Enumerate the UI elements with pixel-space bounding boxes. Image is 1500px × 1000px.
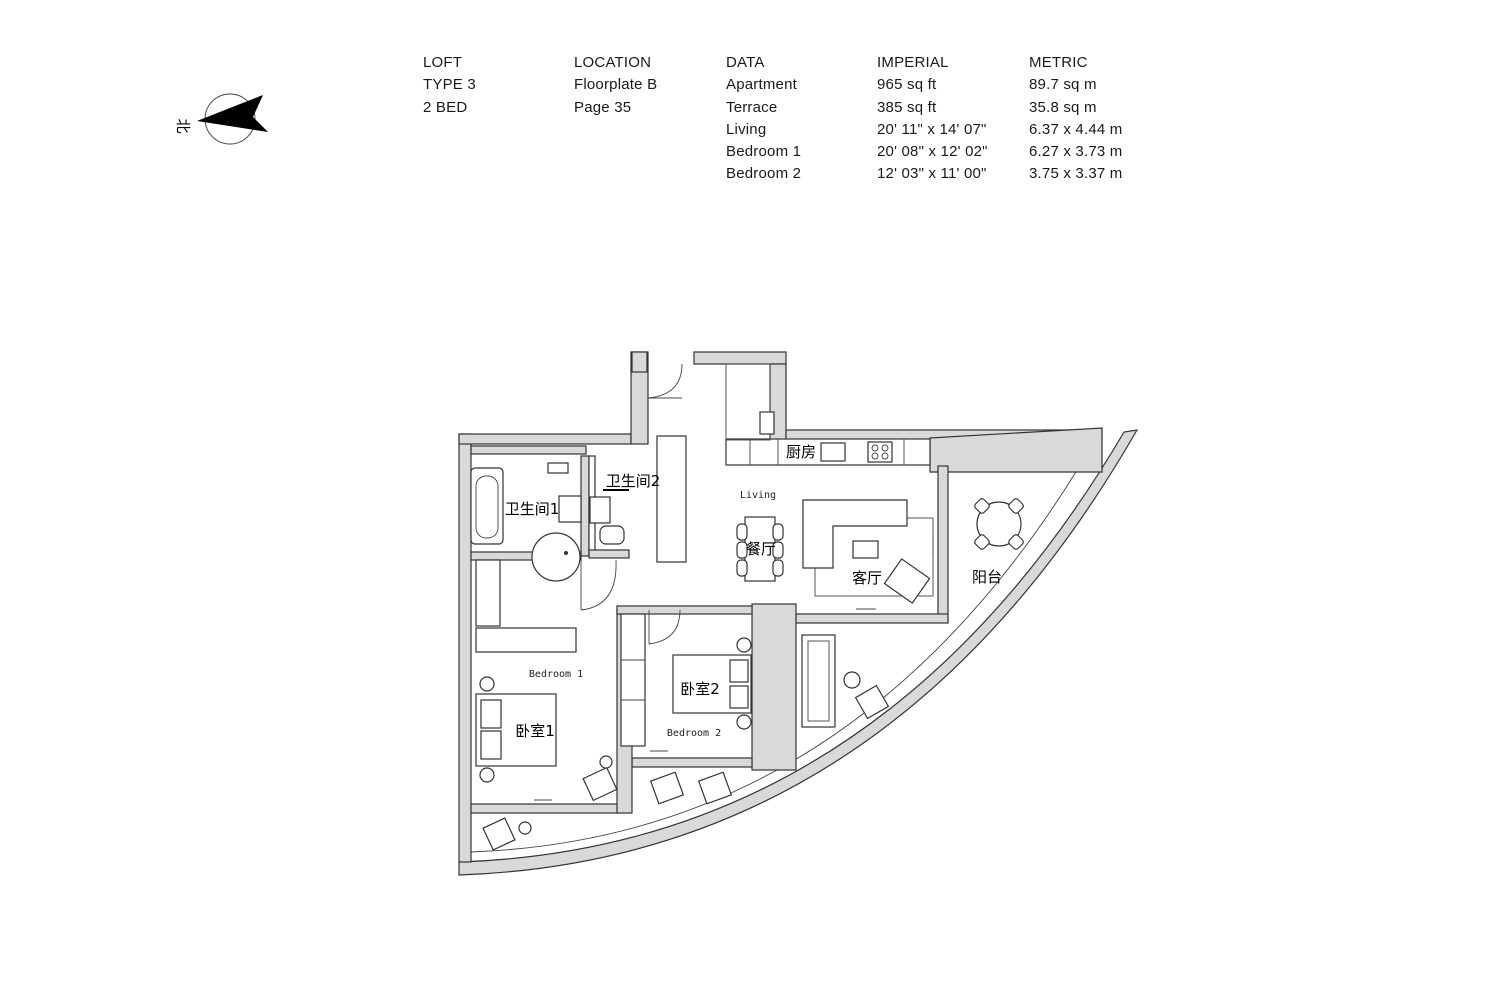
room-label-bath-1: 卫生间1 (505, 500, 560, 518)
room-label-bedroom-1-en: Bedroom 1 (529, 669, 583, 680)
spec-column-loft: LOFT TYPE 3 2 BED (423, 52, 476, 119)
bedroom-1-furniture (475, 676, 618, 802)
spec-cell: Floorplate B (574, 76, 658, 94)
spec-cell: Bedroom 1 (726, 143, 802, 161)
kitchen-counter (725, 363, 931, 466)
spec-column-imperial: IMPERIAL 965 sq ft 385 sq ft 20' 11" x 1… (877, 52, 988, 186)
spec-cell: Terrace (726, 98, 778, 116)
spec-cell: 965 sq ft (877, 76, 937, 94)
spec-cell: 12' 03" x 11' 00" (877, 165, 987, 183)
spec-cell: 6.27 x 3.73 m (1029, 143, 1123, 161)
terrace-furniture (482, 498, 1024, 851)
spec-cell: Living (726, 120, 767, 138)
terrace-outline (458, 427, 1139, 876)
spec-cell: 20' 08" x 12' 02" (877, 143, 988, 161)
room-label-bedroom-1: 卧室1 (515, 722, 555, 740)
spec-cell: 2 BED (423, 98, 468, 116)
spec-header-data: DATA (726, 54, 765, 71)
spec-column-metric: METRIC 89.7 sq m 35.8 sq m 6.37 x 4.44 m… (1029, 52, 1123, 186)
living-sofa (802, 499, 934, 610)
room-label-living: 客厅 (852, 569, 882, 587)
interior-walls (470, 435, 687, 653)
compass-label: 北 (174, 118, 192, 133)
room-label-bath-2: 卫生间2 (606, 472, 661, 490)
spec-header-imperial: IMPERIAL (877, 54, 949, 71)
spec-cell: Apartment (726, 76, 797, 94)
doors (580, 363, 683, 645)
spec-cell: TYPE 3 (423, 76, 476, 94)
north-arrow-icon: 北 (174, 93, 268, 145)
spec-cell: 35.8 sq m (1029, 98, 1097, 116)
bathroom-2-fixtures (589, 489, 629, 545)
spec-header-location: LOCATION (574, 54, 652, 71)
room-label-living-en: Living (740, 490, 776, 501)
room-label-bedroom-2-en: Bedroom 2 (667, 728, 721, 739)
exterior-walls (458, 351, 1103, 863)
spec-cell: Bedroom 2 (726, 165, 802, 183)
spec-header-metric: METRIC (1029, 54, 1088, 71)
spec-column-location: LOCATION Floorplate B Page 35 (574, 52, 657, 119)
bedroom-2-furniture (620, 613, 752, 752)
spec-cell: 3.75 x 3.37 m (1029, 165, 1123, 183)
room-label-dining: 餐厅 (746, 540, 776, 558)
room-label-terrace: 阳台 (972, 568, 1002, 586)
spec-cell: Page 35 (574, 98, 632, 116)
spec-header-loft: LOFT (423, 54, 463, 71)
room-label-kitchen: 厨房 (786, 443, 816, 461)
room-label-bedroom-2: 卧室2 (680, 680, 720, 698)
spec-cell: 89.7 sq m (1029, 76, 1097, 94)
spec-cell: 20' 11" x 14' 07" (877, 120, 987, 138)
dining-table (736, 516, 784, 582)
spec-column-data: DATA Apartment Terrace Living Bedroom 1 … (726, 52, 801, 186)
bathroom-1-fixtures (470, 462, 582, 582)
spec-cell: 6.37 x 4.44 m (1029, 120, 1123, 138)
spec-cell: 385 sq ft (877, 98, 937, 116)
